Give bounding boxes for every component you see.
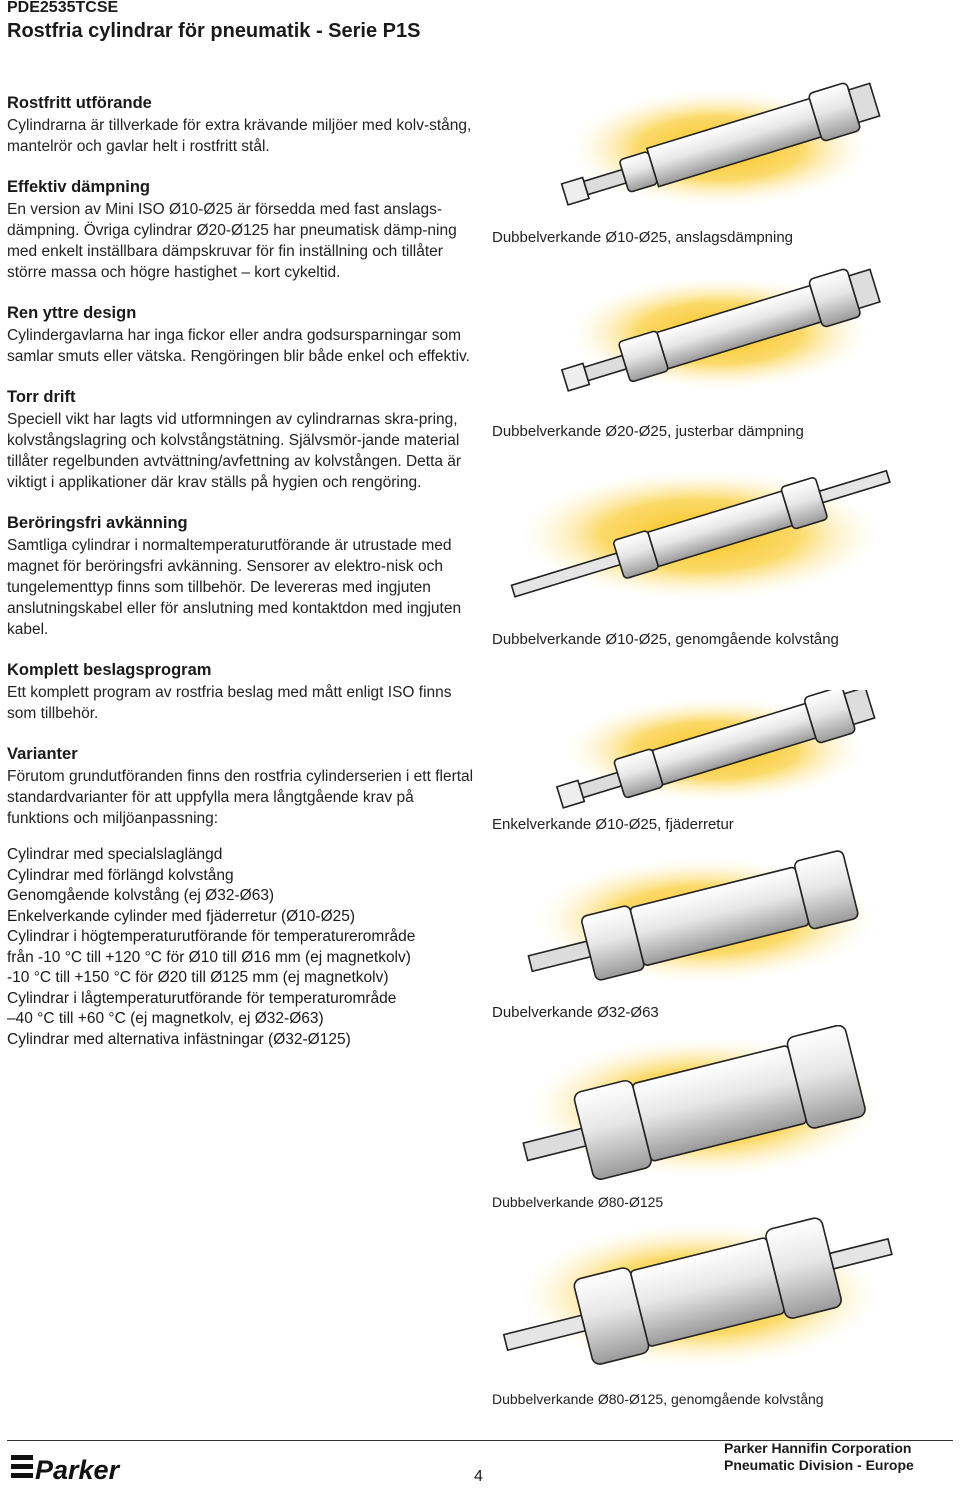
page-title: Rostfria cylindrar för pneumatik - Serie… — [7, 20, 421, 42]
illustration-caption: Dubbelverkande Ø80-Ø125, genomgående kol… — [492, 1391, 824, 1407]
illustration-caption: Enkelverkande Ø10-Ø25, fjäderretur — [492, 816, 734, 833]
section-torr-drift: Torr drift Speciell vikt har lagts vid u… — [7, 387, 477, 493]
list-item: Enkelverkande cylinder med fjäderretur (… — [7, 907, 356, 925]
division-name: Pneumatic Division - Europe — [724, 1457, 914, 1473]
section-body: Ett komplett program av rostfria beslag … — [7, 684, 452, 722]
section-body: Samtliga cylindrar i normaltemperaturutf… — [7, 537, 462, 638]
cylinder-illustration-4 — [555, 690, 876, 809]
cylinder-illustration-1 — [560, 82, 881, 206]
list-item: Cylindrar med förlängd kolvstång — [7, 866, 234, 884]
cylinder-illustration-7 — [502, 1217, 893, 1367]
illustration-caption: Dubbelverkande Ø20-Ø25, justerbar dämpni… — [492, 423, 804, 440]
section-rostfritt: Rostfritt utförande Cylindrarna är tillv… — [7, 93, 477, 157]
variant-list: Cylindrar med specialslaglängd Cylindrar… — [7, 845, 477, 1050]
footer-divider — [7, 1440, 953, 1441]
parker-logo: Parker — [7, 1446, 142, 1486]
logo-wordmark: Parker — [35, 1455, 121, 1485]
section-body: Speciell vikt har lagts vid utformningen… — [7, 411, 462, 491]
section-heading: Beröringsfri avkänning — [7, 514, 188, 532]
section-heading: Ren yttre design — [7, 304, 137, 322]
document-code: PDE2535TCSE — [7, 0, 119, 16]
list-item: Cylindrar med alternativa infästningar (… — [7, 1030, 351, 1048]
company-name: Parker Hannifin Corporation — [724, 1440, 912, 1456]
company-block: Parker Hannifin Corporation Pneumatic Di… — [724, 1440, 914, 1474]
illustration-caption: Dubbelverkande Ø10-Ø25, anslagsdämpning — [492, 229, 794, 246]
section-beslag: Komplett beslagsprogram Ett komplett pro… — [7, 660, 477, 724]
list-item: –40 °C till +60 °C (ej magnetkolv, ej Ø3… — [7, 1010, 324, 1027]
cylinder-illustration-2 — [560, 268, 881, 392]
section-dampning: Effektiv dämpning En version av Mini ISO… — [7, 177, 477, 283]
section-design: Ren yttre design Cylindergavlarna har in… — [7, 303, 477, 367]
section-heading: Torr drift — [7, 388, 76, 406]
list-item: Cylindrar med specialslaglängd — [7, 846, 223, 863]
list-item: Cylindrar i högtemperaturutförande för t… — [7, 928, 416, 945]
list-item: Genomgående kolvstång (ej Ø32-Ø63) — [7, 887, 275, 904]
section-body: Cylindrarna är tillverkade för extra krä… — [7, 117, 472, 155]
section-varianter: Varianter Förutom grundutföranden finns … — [7, 744, 477, 829]
section-heading: Varianter — [7, 745, 78, 763]
list-item: -10 °C till +150 °C för Ø20 till Ø125 mm… — [7, 969, 389, 986]
illustration-caption: Dubbelverkande Ø10-Ø25, genomgående kolv… — [492, 631, 839, 648]
section-body: Förutom grundutföranden finns den rostfr… — [7, 768, 474, 827]
section-body: Cylindergavlarna har inga fickor eller a… — [7, 327, 470, 365]
page-number: 4 — [474, 1468, 483, 1485]
cylinder-illustration-6 — [522, 1025, 880, 1181]
feature-text-column: Rostfritt utförande Cylindrarna är tillv… — [7, 93, 477, 1050]
illustration-caption: Dubbelverkande Ø80-Ø125 — [492, 1194, 664, 1210]
list-item: Cylindrar i lågtemperaturutförande för t… — [7, 989, 397, 1007]
section-heading: Rostfritt utförande — [7, 94, 152, 112]
list-item: från -10 °C till +120 °C för Ø10 till Ø1… — [7, 948, 411, 966]
illustration-caption: Dubelverkande Ø32-Ø63 — [492, 1004, 659, 1021]
section-heading: Effektiv dämpning — [7, 178, 151, 196]
cylinder-illustration-5 — [527, 850, 875, 982]
section-heading: Komplett beslagsprogram — [7, 661, 212, 679]
section-avkanning: Beröringsfri avkänning Samtliga cylindra… — [7, 513, 477, 640]
cylinder-illustration-3 — [510, 469, 891, 600]
section-body: En version av Mini ISO Ø10-Ø25 är försed… — [7, 201, 457, 281]
